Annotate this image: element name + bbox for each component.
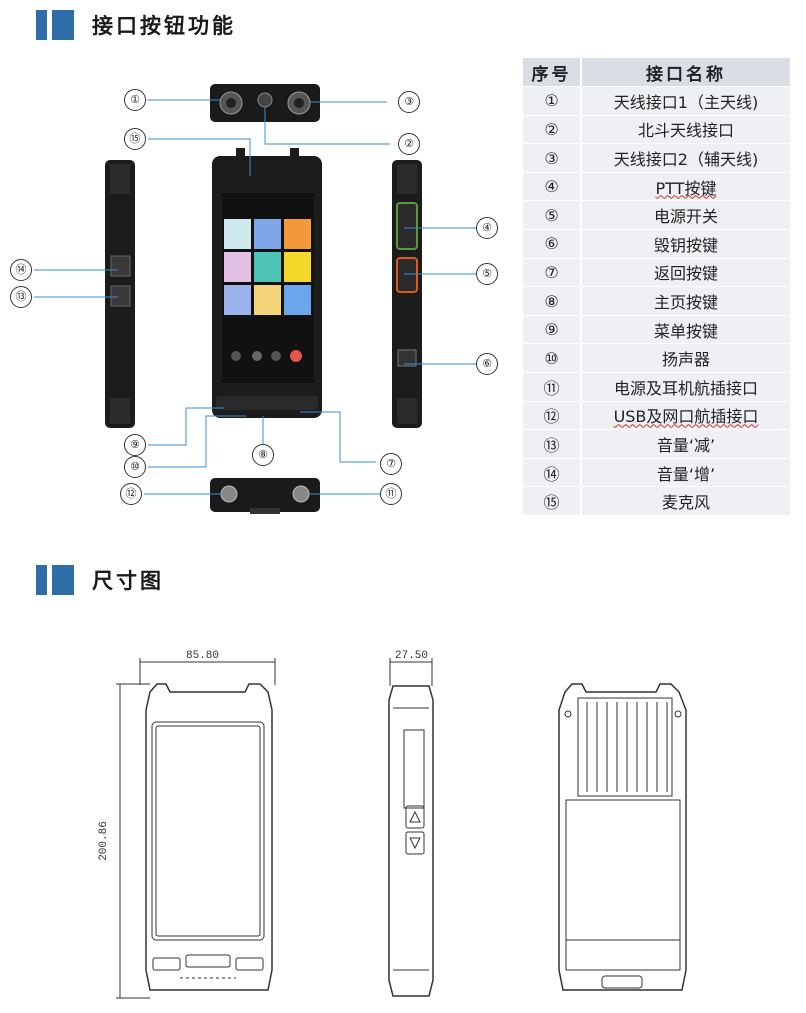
callout-6: ⑥ [476,353,498,375]
callout-13: ⑬ [10,286,32,308]
dimension-width: 85.80 [186,650,220,662]
callout-2: ② [398,133,420,155]
bottom-view [210,478,320,514]
row-name: 麦克风 [581,486,790,516]
row-number: ⑬ [523,429,582,459]
callout-10: ⑩ [124,456,146,478]
callout-4: ④ [476,217,498,239]
callout-3: ③ [398,91,420,113]
dimension-drawings: 85.80 27.50 200.86 [0,640,806,1013]
table-row: ⑫ USB及网口航插接口 [523,401,790,431]
column-header-number: 序号 [523,58,582,88]
row-name: 毁钥按键 [581,229,790,259]
row-name: 菜单按键 [581,315,790,345]
row-number: ⑪ [523,372,582,402]
callout-8: ⑧ [252,444,274,466]
callout-5: ⑤ [476,263,498,285]
row-number: ⑧ [523,286,582,316]
dimension-depth: 27.50 [395,650,429,662]
callout-12: ⑫ [120,483,142,505]
row-number: ⑫ [523,401,582,431]
table-header-row: 序号 接口名称 [523,58,790,88]
right-side-view [392,160,422,428]
row-name: 扬声器 [581,343,790,374]
row-number: ⑦ [523,258,582,288]
row-name: USB及网口航插接口 [581,401,790,431]
header-marker [52,565,74,595]
row-name: 主页按键 [581,286,790,316]
row-name: 电源及耳机航插接口 [581,372,790,402]
row-name: 音量‘增’ [581,458,790,488]
callout-7: ⑦ [380,453,402,475]
row-name: 返回按键 [581,258,790,288]
row-number: ③ [523,143,582,173]
row-name: 天线接口2（辅天线) [581,143,790,173]
header-marker [36,565,47,595]
row-name: 北斗天线接口 [581,115,790,145]
row-number: ① [523,86,582,116]
row-number: ⑨ [523,315,582,345]
table-row: ④ PTT按键 [523,172,790,202]
device-views-illustration [34,84,476,514]
dimension-height: 200.86 [97,821,110,861]
row-name: 天线接口1（主天线) [581,86,790,116]
header-marker [36,10,47,40]
section-title: 尺寸图 [92,569,164,593]
section-header-dimension: 尺寸图 [36,565,164,595]
back-outline [558,683,687,991]
front-view [212,148,322,418]
callout-11: ⑪ [380,483,402,505]
row-name: 电源开关 [581,200,790,231]
section-title: 接口按钮功能 [92,14,236,38]
row-number: ⑭ [523,458,582,488]
column-header-name: 接口名称 [581,58,790,88]
row-name-text: PTT按键 [655,178,717,198]
row-number: ⑮ [523,486,582,516]
callout-9: ⑨ [124,434,146,456]
header-marker [52,10,74,40]
callout-14: ⑭ [10,259,32,281]
row-number: ② [523,115,582,145]
row-name-text: USB及网口航插接口 [613,407,759,427]
row-name: 音量‘减’ [581,429,790,459]
row-number: ④ [523,172,582,202]
side-outline [388,658,434,997]
row-number: ⑥ [523,229,582,259]
row-number: ⑩ [523,343,582,374]
callout-15: ⑮ [124,128,146,150]
section-header-interface: 接口按钮功能 [36,10,236,40]
front-outline [116,658,276,999]
row-name: PTT按键 [581,172,790,202]
row-number: ⑤ [523,200,582,231]
left-side-view [105,160,135,428]
dimension-line-art [116,658,687,999]
interface-diagram: ① ② ③ ④ ⑤ ⑥ ⑦ ⑧ ⑨ ⑩ ⑪ ⑫ ⑬ ⑭ ⑮ [0,60,515,530]
callout-1: ① [124,89,146,111]
